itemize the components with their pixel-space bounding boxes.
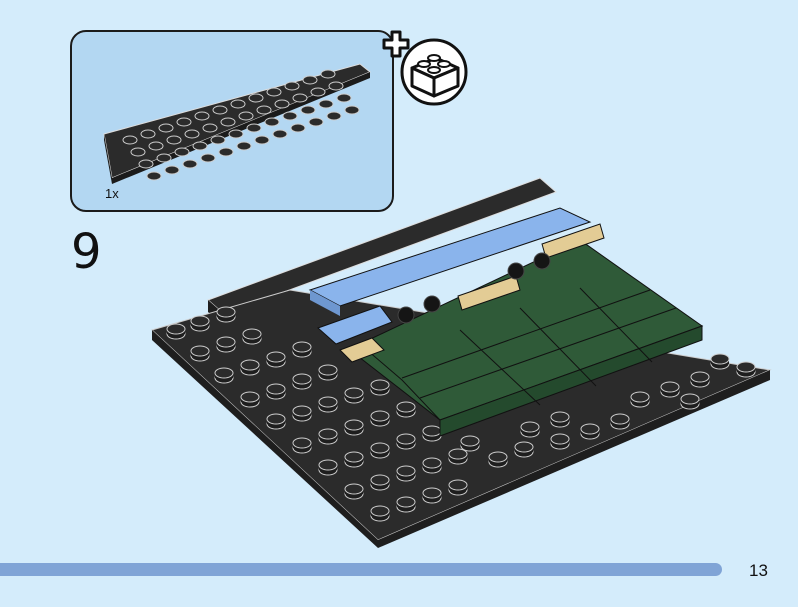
add-brick-icon <box>382 30 468 106</box>
parts-callout-box: 1x <box>70 30 394 212</box>
part-quantity: 1x <box>105 186 119 201</box>
step-number: 9 <box>71 224 102 280</box>
black-4x12-plate-icon <box>103 63 371 184</box>
page-number: 13 <box>749 561 768 580</box>
progress-bar <box>0 563 722 576</box>
